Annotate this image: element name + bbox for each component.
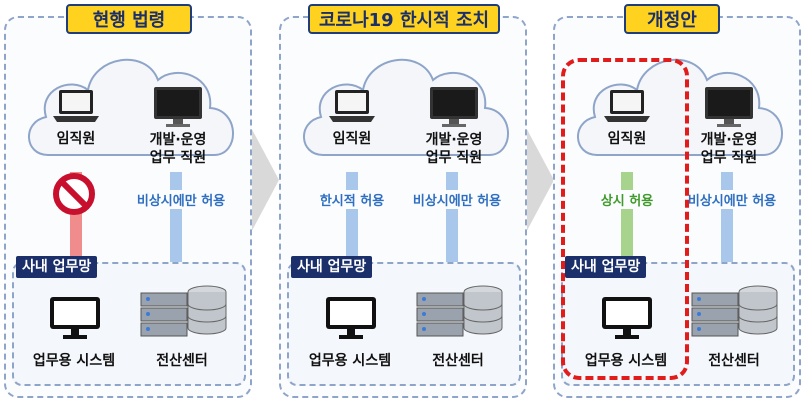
prohibited-icon bbox=[53, 173, 95, 215]
devops-label-line1: 개발·운영 bbox=[700, 132, 758, 148]
employee-highlight-box bbox=[561, 58, 689, 380]
devops-label-line2: 업무 직원 bbox=[700, 150, 758, 166]
devops-access-text: 비상시에만 허용 bbox=[126, 190, 236, 209]
work-system-label: 업무용 시스템 bbox=[308, 353, 392, 369]
datacenter-label: 전산센터 bbox=[708, 353, 760, 369]
database-icon bbox=[738, 285, 778, 335]
chevron-right-icon bbox=[247, 120, 279, 240]
devops-label-line2: 업무 직원 bbox=[149, 150, 207, 166]
chevron-right-icon bbox=[522, 120, 554, 240]
computer-icon bbox=[326, 297, 376, 339]
devops-label: 개발·운영 업무 직원 bbox=[681, 131, 777, 167]
panel-title: 코로나19 한시적 조치 bbox=[308, 4, 500, 34]
datacenter-label: 전산센터 bbox=[156, 353, 208, 369]
devops-label: 개발·운영 업무 직원 bbox=[406, 131, 502, 167]
devops-label-line1: 개발·운영 bbox=[425, 132, 483, 148]
cloud-icon bbox=[303, 58, 509, 156]
panel-title: 개정안 bbox=[624, 4, 720, 34]
devops-label: 개발·운영 업무 직원 bbox=[130, 131, 226, 167]
datacenter-label: 전산센터 bbox=[432, 353, 484, 369]
devops-label-line2: 업무 직원 bbox=[425, 150, 483, 166]
cloud-icon bbox=[28, 58, 234, 156]
desktop-monitor-icon bbox=[430, 87, 478, 127]
work-system-label: 업무용 시스템 bbox=[32, 353, 116, 369]
computer-icon bbox=[602, 297, 652, 339]
internal-network-label: 사내 업무망 bbox=[565, 256, 647, 278]
laptop-icon bbox=[329, 90, 375, 122]
desktop-monitor-icon bbox=[705, 87, 753, 127]
server-rack-icon bbox=[416, 292, 464, 337]
laptop-icon bbox=[604, 90, 650, 122]
employee-label: 임직원 bbox=[56, 131, 96, 147]
employee-label: 임직원 bbox=[607, 131, 647, 147]
internal-network-label: 사내 업무망 bbox=[16, 256, 98, 278]
internal-network-label: 사내 업무망 bbox=[291, 256, 373, 278]
devops-access-text: 비상시에만 허용 bbox=[677, 190, 787, 209]
devops-access-text: 비상시에만 허용 bbox=[402, 190, 512, 209]
database-icon bbox=[187, 285, 227, 335]
laptop-icon bbox=[53, 90, 99, 122]
server-rack-icon bbox=[691, 292, 739, 337]
database-icon bbox=[463, 285, 503, 335]
server-rack-icon bbox=[140, 292, 188, 337]
desktop-monitor-icon bbox=[154, 87, 202, 127]
employee-access-text: 상시 허용 bbox=[587, 190, 667, 209]
devops-label-line1: 개발·운영 bbox=[149, 132, 207, 148]
computer-icon bbox=[50, 297, 100, 339]
panel-title: 현행 법령 bbox=[66, 4, 192, 34]
work-system-label: 업무용 시스템 bbox=[584, 353, 668, 369]
employee-label: 임직원 bbox=[332, 131, 372, 147]
employee-access-text: 한시적 허용 bbox=[305, 190, 399, 209]
